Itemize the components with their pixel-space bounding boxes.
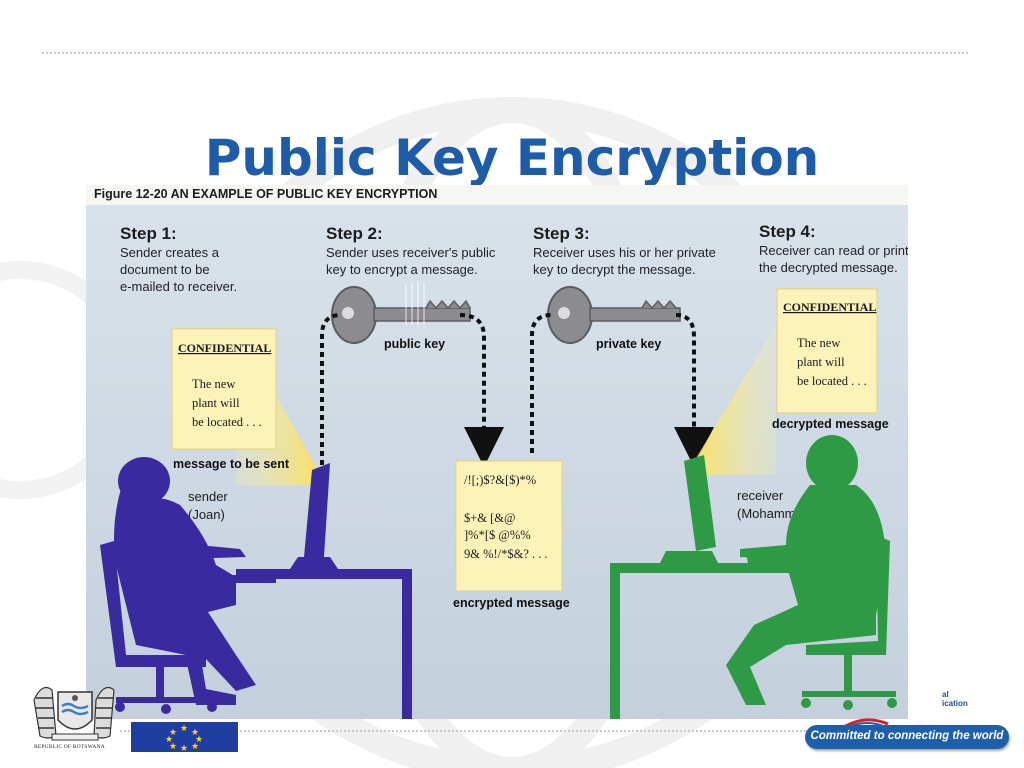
encrypted-line-1: /![;)$?&[$)*% [464,473,536,487]
step-1-line-2: document to be [120,262,210,277]
step-3-line-2: key to decrypt the message. [533,262,696,277]
sent-note-line-2: plant will [192,396,240,410]
encrypted-line-4: 9& %!/*$&? . . . [464,547,548,561]
receiver-screen-glow [686,325,776,475]
private-key-label: private key [596,337,661,351]
sent-note: CONFIDENTIAL The new plant will be locat… [171,328,277,450]
key-shine [405,281,425,325]
public-key-icon [331,286,471,344]
step-1-line-1: Sender creates a [120,245,220,260]
step-1-line-3: e-mailed to receiver. [120,279,237,294]
sent-note-line-1: The new [192,377,235,391]
botswana-coat-of-arms-icon [33,687,115,741]
itu-text-line-2: ication [942,699,968,708]
decrypted-note-label: decrypted message [772,417,889,431]
sender-name-label: (Joan) [188,507,225,522]
private-key-to-receiver-arrow [674,313,714,467]
encrypted-to-private-key-arrow [530,313,553,453]
itu-slogan-banner: Committed to connecting the world [805,725,1009,749]
public-key-to-encrypted-arrow [459,313,504,467]
receiver-role-label: receiver [737,488,784,503]
sender-to-public-key-arrow [320,313,339,465]
encryption-figure: Figure 12-20 AN EXAMPLE OF PUBLIC KEY EN… [86,185,908,719]
step-3-title: Step 3: [533,224,590,243]
encrypted-note: /![;)$?&[$)*% $+& [&@ ]%*[$ @%% 9& %!/*$… [455,460,563,592]
top-dotted-divider [42,52,968,54]
decrypted-note: CONFIDENTIAL The new plant will be locat… [776,288,878,414]
bottom-dotted-divider [120,730,810,732]
step-2-line-2: key to encrypt a message. [326,262,478,277]
sent-note-heading: CONFIDENTIAL [178,341,271,355]
botswana-label: REPUBLIC OF BOTSWANA [34,744,105,750]
decrypted-note-line-3: be located . . . [797,374,867,388]
step-3-line-1: Receiver uses his or her private [533,245,716,260]
sent-note-label: message to be sent [173,457,290,471]
step-4-title: Step 4: [759,222,816,241]
decrypted-note-heading: CONFIDENTIAL [783,300,876,314]
step-4-line-1: Receiver can read or print [759,243,908,258]
step-2-line-1: Sender uses receiver's public [326,245,496,260]
itu-text-line-1: al [942,690,949,699]
step-1-title: Step 1: [120,224,177,243]
encrypted-line-3: ]%*[$ @%% [464,528,531,542]
sender-role-label: sender [188,489,228,504]
itu-slogan-text: Committed to connecting the world [810,730,1004,742]
decrypted-note-line-1: The new [797,336,840,350]
step-4-line-2: the decrypted message. [759,260,898,275]
encrypted-note-label: encrypted message [453,596,570,610]
sent-note-line-3: be located . . . [192,415,262,429]
figure-caption: Figure 12-20 AN EXAMPLE OF PUBLIC KEY EN… [94,187,437,201]
sender-figure [100,457,412,719]
itu-text-fragment: al ication [942,690,968,708]
eu-flag-icon: ★ ★ ★ ★ ★ ★ ★ ★ [131,722,238,753]
public-key-label: public key [384,337,445,351]
step-2-title: Step 2: [326,224,383,243]
encrypted-line-2: $+& [&@ [464,511,516,525]
receiver-figure [610,435,897,719]
private-key-icon [547,286,681,344]
decrypted-note-line-2: plant will [797,355,845,369]
slide-title: Public Key Encryption [204,129,820,187]
